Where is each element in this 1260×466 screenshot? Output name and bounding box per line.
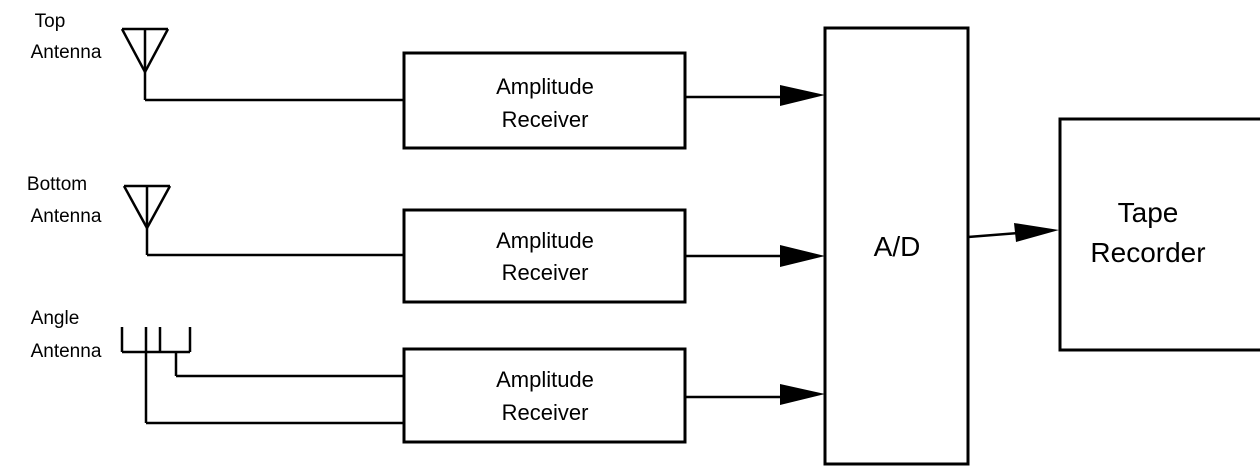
angle-antenna-label-line2: Antenna	[31, 341, 102, 362]
top-antenna-label-line1: Top	[35, 11, 66, 32]
angle-antenna-label-line1: Angle	[31, 308, 80, 329]
receiver-1-label-line2: Receiver	[502, 107, 589, 132]
dipole-antenna-icon	[122, 184, 172, 255]
tape-recorder-label-line2: Recorder	[1090, 237, 1205, 268]
amplitude-receiver-3: Amplitude Receiver	[402, 347, 687, 444]
receiver-2-output-arrow	[685, 245, 825, 267]
receiver-2-label-line1: Amplitude	[496, 228, 594, 253]
ad-converter-label: A/D	[874, 231, 921, 262]
receiver-3-output-arrow	[685, 384, 825, 405]
bottom-antenna-label-line1: Bottom	[27, 174, 87, 195]
amplitude-receiver-1: Amplitude Receiver	[402, 51, 687, 150]
receiver-2-label-line2: Receiver	[502, 260, 589, 285]
dipole-antenna-icon	[120, 27, 170, 100]
receiver-1-output-arrow	[685, 85, 825, 106]
receiver-1-label-line1: Amplitude	[496, 74, 594, 99]
converter-output-arrow	[967, 223, 1059, 242]
receiver-3-label-line1: Amplitude	[496, 367, 594, 392]
ad-converter: A/D	[823, 26, 970, 466]
receiver-3-label-line2: Receiver	[502, 400, 589, 425]
tape-recorder: Tape Recorder	[1058, 117, 1260, 352]
tape-recorder-label-line1: Tape	[1118, 197, 1179, 228]
bottom-antenna-label-line2: Antenna	[31, 206, 102, 227]
top-antenna-label-line2: Antenna	[31, 42, 102, 63]
array-antenna-icon	[120, 327, 192, 423]
amplitude-receiver-2: Amplitude Receiver	[402, 208, 687, 304]
